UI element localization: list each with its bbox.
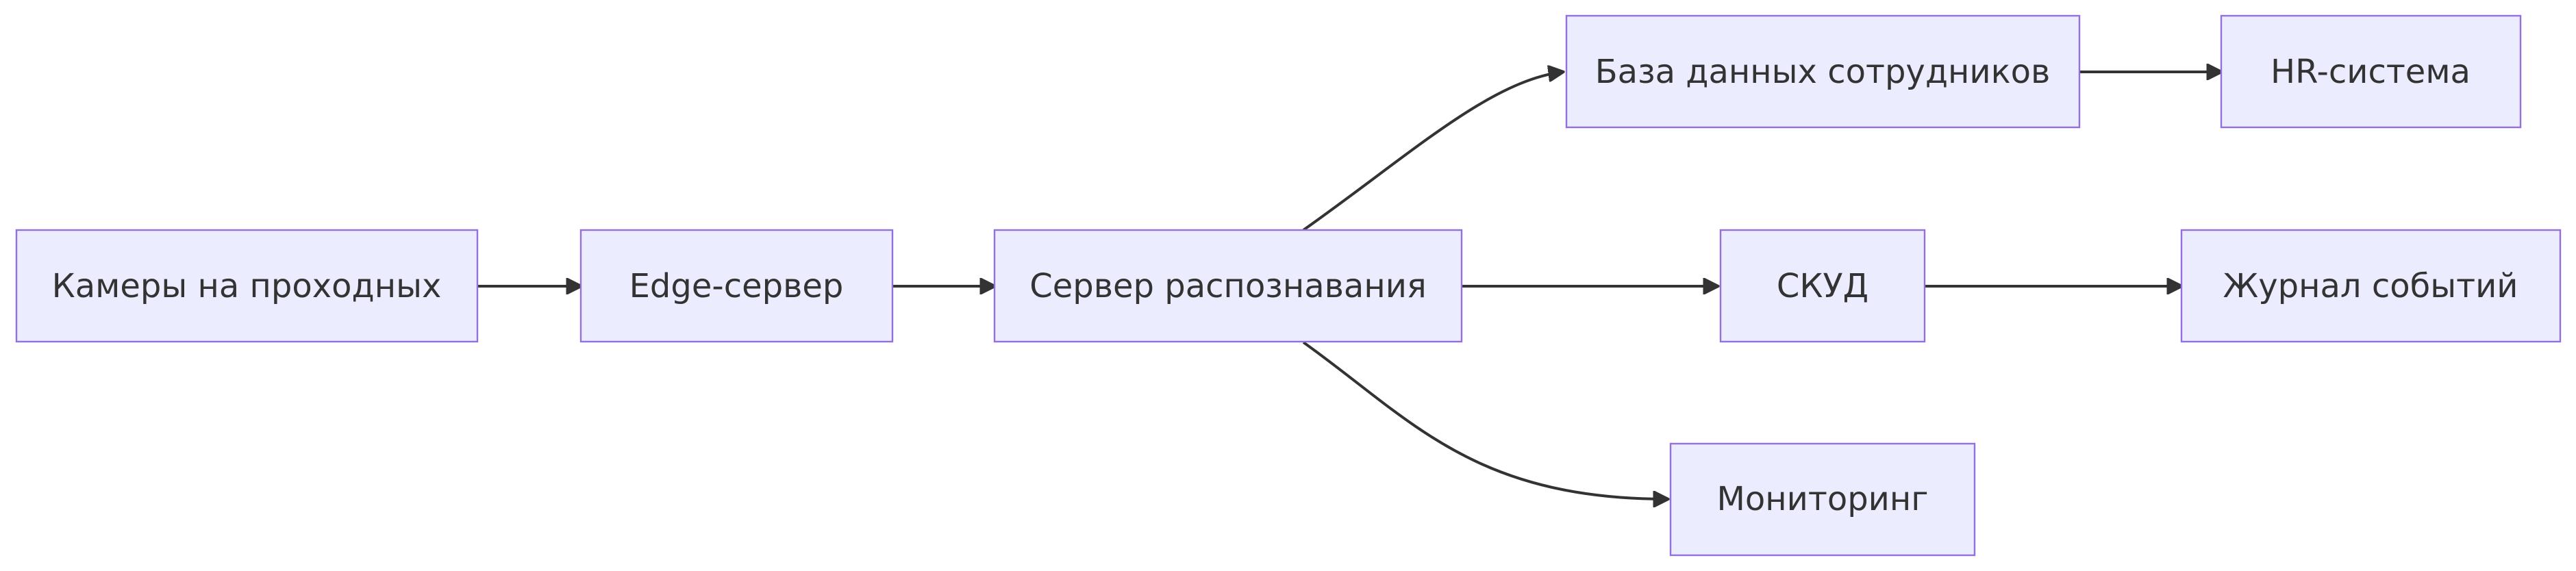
node-employees-db-label: База данных сотрудников — [1595, 53, 2050, 91]
node-cameras[interactable]: Камеры на проходных — [15, 229, 479, 343]
node-edge-server-label: Edge-сервер — [629, 267, 844, 305]
edges — [477, 72, 2221, 499]
node-hr-system[interactable]: HR-система — [2220, 14, 2522, 129]
node-employees-db[interactable]: База данных сотрудников — [1565, 14, 2081, 129]
node-edge-server[interactable]: Edge-сервер — [579, 229, 894, 343]
edge-recognition-to-employees-db — [1302, 72, 1563, 231]
node-skud-label: СКУД — [1777, 267, 1868, 305]
node-hr-system-label: HR-система — [2271, 53, 2471, 91]
node-cameras-label: Камеры на проходных — [52, 267, 442, 305]
node-recognition-server[interactable]: Сервер распознавания — [993, 229, 1463, 343]
node-event-log-label: Журнал событий — [2223, 267, 2518, 305]
node-event-log[interactable]: Журнал событий — [2180, 229, 2562, 343]
edge-recognition-to-monitoring — [1302, 341, 1668, 499]
node-monitoring[interactable]: Мониторинг — [1669, 442, 1976, 557]
node-monitoring-label: Мониторинг — [1717, 480, 1929, 518]
node-skud[interactable]: СКУД — [1719, 229, 1926, 343]
node-recognition-server-label: Сервер распознавания — [1029, 267, 1427, 305]
